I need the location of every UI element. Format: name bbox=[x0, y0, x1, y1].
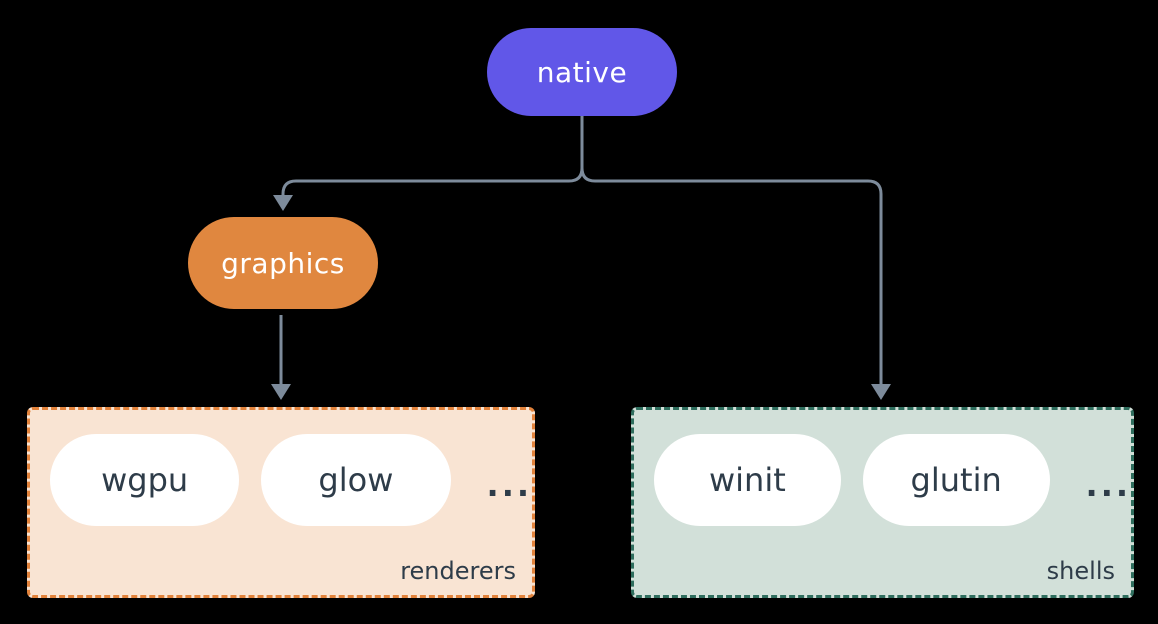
edge-native-to-shells bbox=[580, 116, 883, 385]
group-renderers: wgpu glow ... renderers bbox=[27, 407, 535, 598]
arrowhead-renderers-icon bbox=[271, 384, 291, 400]
renderers-pill-row: wgpu glow ... bbox=[30, 410, 532, 526]
shells-pill-row: winit glutin ... bbox=[634, 410, 1131, 526]
node-wgpu: wgpu bbox=[50, 434, 240, 526]
node-glutin: glutin bbox=[862, 434, 1050, 526]
node-glow: glow bbox=[261, 434, 451, 526]
node-native: native bbox=[487, 28, 677, 116]
arrowhead-graphics-icon bbox=[273, 195, 293, 211]
edge-native-to-graphics bbox=[281, 116, 584, 196]
shells-ellipsis: ... bbox=[1085, 466, 1131, 504]
group-label-renderers: renderers bbox=[400, 557, 516, 585]
group-shells: winit glutin ... shells bbox=[631, 407, 1134, 598]
group-label-shells: shells bbox=[1046, 557, 1115, 585]
node-winit: winit bbox=[654, 434, 841, 526]
renderers-ellipsis: ... bbox=[486, 466, 532, 504]
arrowhead-shells-icon bbox=[871, 384, 891, 400]
node-graphics: graphics bbox=[188, 217, 378, 309]
